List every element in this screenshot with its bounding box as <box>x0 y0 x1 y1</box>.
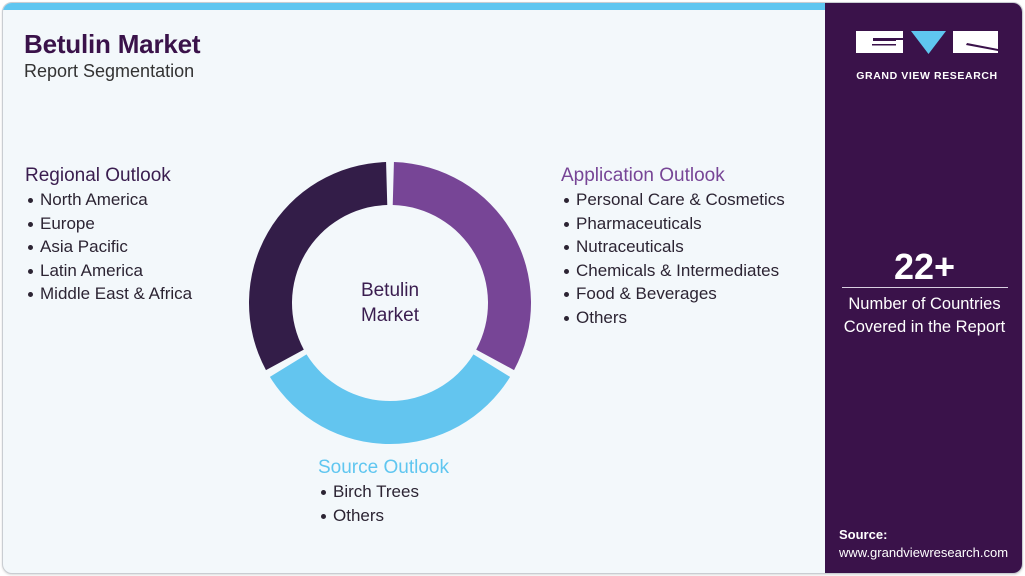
source-outlook-block: Source Outlook Birch Trees Others <box>318 456 449 527</box>
list-item: North America <box>25 188 192 212</box>
regional-outlook-heading: Regional Outlook <box>25 165 171 186</box>
top-accent-strip <box>3 3 825 10</box>
list-item: Others <box>318 504 449 528</box>
source-url-link[interactable]: www.grandviewresearch.com <box>839 545 1009 560</box>
donut-segment-source-outlook <box>269 354 511 444</box>
regional-outlook-block: Regional Outlook North America Europe As… <box>25 164 192 306</box>
donut-svg <box>248 162 531 444</box>
country-count-label-line2: Covered in the Report <box>843 318 1006 336</box>
page-title: Betulin Market <box>24 29 201 59</box>
logo-wordmark: GRAND VIEW RESEARCH <box>856 70 998 82</box>
grand-view-research-logo: GRAND VIEW RESEARCH <box>856 29 998 82</box>
list-item: Middle East & Africa <box>25 282 192 306</box>
application-outlook-block: Application Outlook Personal Care & Cosm… <box>561 164 785 330</box>
donut-center-line1: Betulin <box>360 280 420 301</box>
country-count-label: Number of Countries Covered in the Repor… <box>825 293 1022 339</box>
source-label: Source: <box>839 527 888 542</box>
list-item: Food & Beverages <box>561 282 785 306</box>
brand-sidebar <box>825 3 1022 573</box>
donut-segment-application-outlook <box>392 162 531 371</box>
list-item: Latin America <box>25 259 192 283</box>
list-item: Others <box>561 306 785 330</box>
source-outlook-heading: Source Outlook <box>318 457 449 478</box>
list-item: Personal Care & Cosmetics <box>561 188 785 212</box>
regional-outlook-list: North America Europe Asia Pacific Latin … <box>25 188 192 306</box>
list-item: Birch Trees <box>318 480 449 504</box>
donut-center-label: Betulin Market <box>248 161 532 445</box>
country-count-label-line1: Number of Countries <box>848 295 1001 313</box>
donut-center-line2: Market <box>360 305 420 326</box>
list-item: Chemicals & Intermediates <box>561 259 785 283</box>
donut-segment-regional-outlook <box>248 162 388 371</box>
application-outlook-list: Personal Care & Cosmetics Pharmaceutical… <box>561 188 785 330</box>
list-item: Pharmaceuticals <box>561 212 785 236</box>
application-outlook-heading: Application Outlook <box>561 165 725 186</box>
source-outlook-list: Birch Trees Others <box>318 480 449 527</box>
segmentation-donut-chart: Betulin Market <box>248 161 532 445</box>
list-item: Europe <box>25 212 192 236</box>
stat-divider <box>842 287 1008 288</box>
list-item: Asia Pacific <box>25 235 192 259</box>
page-subtitle: Report Segmentation <box>24 61 195 81</box>
country-count: 22+ <box>893 246 956 287</box>
gvr-logo-icon <box>856 31 998 54</box>
list-item: Nutraceuticals <box>561 235 785 259</box>
